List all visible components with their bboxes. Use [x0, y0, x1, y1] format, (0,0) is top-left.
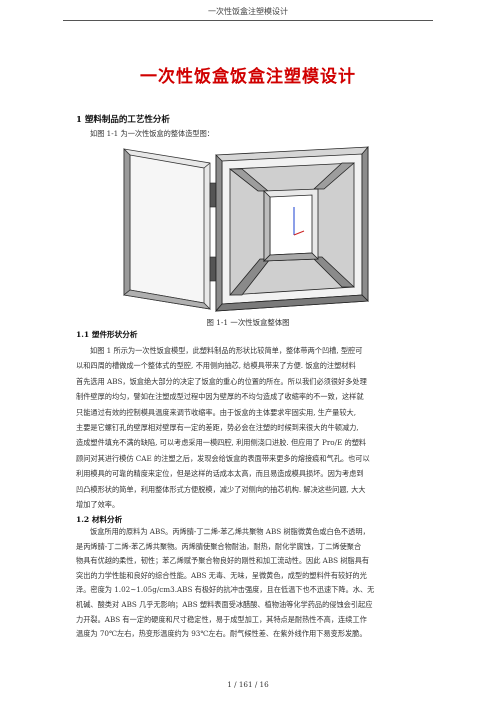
paragraph-line: 力开裂。ABS 有一定的硬度和尺寸稳定性，易于成型加工，其特点是耐热性不高，连续…: [76, 614, 367, 624]
paragraph-line: 造成塑件填充不满的缺陷, 可以考虑采用一模四腔, 利用侧浇口进胶. 但应用了 P…: [76, 438, 367, 448]
section-1-heading: 1 塑料制品的工艺性分析: [76, 115, 170, 125]
paragraph-line: 物具有优越的柔性，韧性；苯乙烯赋予聚合物良好的刚性和加工流动性。因此 ABS 树…: [76, 556, 370, 566]
header-rule: [63, 20, 433, 21]
paragraph-line: 利用模具的可靠的精度来定位，但是这样的话成本太高，而且易造成模具损坏。因为考虑到: [76, 469, 364, 479]
hinge: [209, 182, 217, 282]
section-1-1-body: 如图 1 所示为一次性饭盒模型，此塑料制品的形状比较简单，整体带两个凹槽, 型腔…: [76, 343, 418, 512]
paragraph-line: 机碱、酸类对 ABS 几乎无影响；ABS 塑料表面受冰醋酸、植物油等化学药品的侵…: [76, 599, 373, 609]
figure-caption: 图 1-1 一次性饭盒整体图: [206, 318, 290, 327]
paragraph-line: 如图 1 所示为一次性饭盒模型，此塑料制品的形状比较简单，整体带两个凹槽, 型腔…: [90, 346, 363, 355]
base-box: [215, 145, 369, 313]
axis-indicator: [293, 207, 305, 236]
paragraph-line: 主要是它螺钉孔的壁厚相对壁厚有一定的差距，势必会在注塑的时候到来很大的牛顿减力,: [76, 423, 359, 433]
paragraph-line: 只能通过有效的控制模具温度来调节收缩率。由于饭盒的主体要求牢固实用, 生产量较大…: [76, 407, 356, 417]
section-1-2-body: 饭盒所用的原料为 ABS。丙烯腈-丁二烯-苯乙烯共聚物 ABS 树脂微黄色或白色…: [76, 525, 418, 642]
paragraph-line: 增加了效率。: [76, 500, 120, 510]
running-header: 一次性饭盒注塑模设计: [208, 7, 288, 16]
section-1-intro: 如图 1-1 为一次性饭盒的整体造型图：: [76, 126, 418, 141]
paragraph-line: 制件壁厚的均匀，譬如在注塑成型过程中因为壁厚的不均匀造成了收缩率的不一致，这样就: [76, 392, 364, 402]
paragraph-line: 凹凸模形状的简单，利用整体形式方便脱模，减少了对侧向的抽芯机构. 解决这些问题,…: [76, 484, 366, 494]
intro-text: 如图 1-1 为一次性饭盒的整体造型图：: [90, 129, 214, 138]
paragraph-line: 温度为 70℃左右，热变形温度约为 93℃左右。耐气候性差、在紫外线作用下易变形…: [76, 629, 367, 639]
page-number: 1 / 161 / 16: [227, 680, 269, 689]
paragraph-line: 突出的力学性能和良好的综合性能。ABS 无毒、无味，呈微黄色，成型的塑料件有较好…: [76, 570, 367, 580]
paragraph-line: 首先选用 ABS，饭盒绝大部分的决定了饭盒的重心的位置的所在。所以我们必须很好多…: [76, 376, 367, 386]
lunchbox-figure: [123, 145, 369, 313]
paragraph-line: 顾问对其进行模仿 CAE 的注塑之后，发现会给饭盒的表面带来更多的熔接痕和气孔。…: [76, 453, 370, 463]
lid-panel: [123, 148, 212, 310]
document-title: 一次性饭盒饭盒注塑模设计: [140, 67, 356, 87]
section-1-1-heading: 1.1 塑件形状分析: [76, 330, 138, 339]
paragraph-line: 是丙烯腈-丁二烯-苯乙烯共聚物。丙烯腈使聚合物耐油，耐热，耐化学腐蚀，丁二烯使聚…: [76, 541, 362, 551]
paragraph-line: 饭盒所用的原料为 ABS。丙烯腈-丁二烯-苯乙烯共聚物 ABS 树脂微黄色或白色…: [90, 527, 370, 536]
paragraph-line: 泽。密度为 1.02~1.05g/cm3.ABS 有极好的抗冲击强度，且在低温下…: [76, 585, 375, 595]
section-1-2-heading: 1.2 材料分析: [76, 515, 123, 524]
paragraph-line: 以和四周的槽做成一个整体式的型腔, 不用侧向抽芯, 给模具带来了方便. 饭盒的注…: [76, 361, 356, 371]
